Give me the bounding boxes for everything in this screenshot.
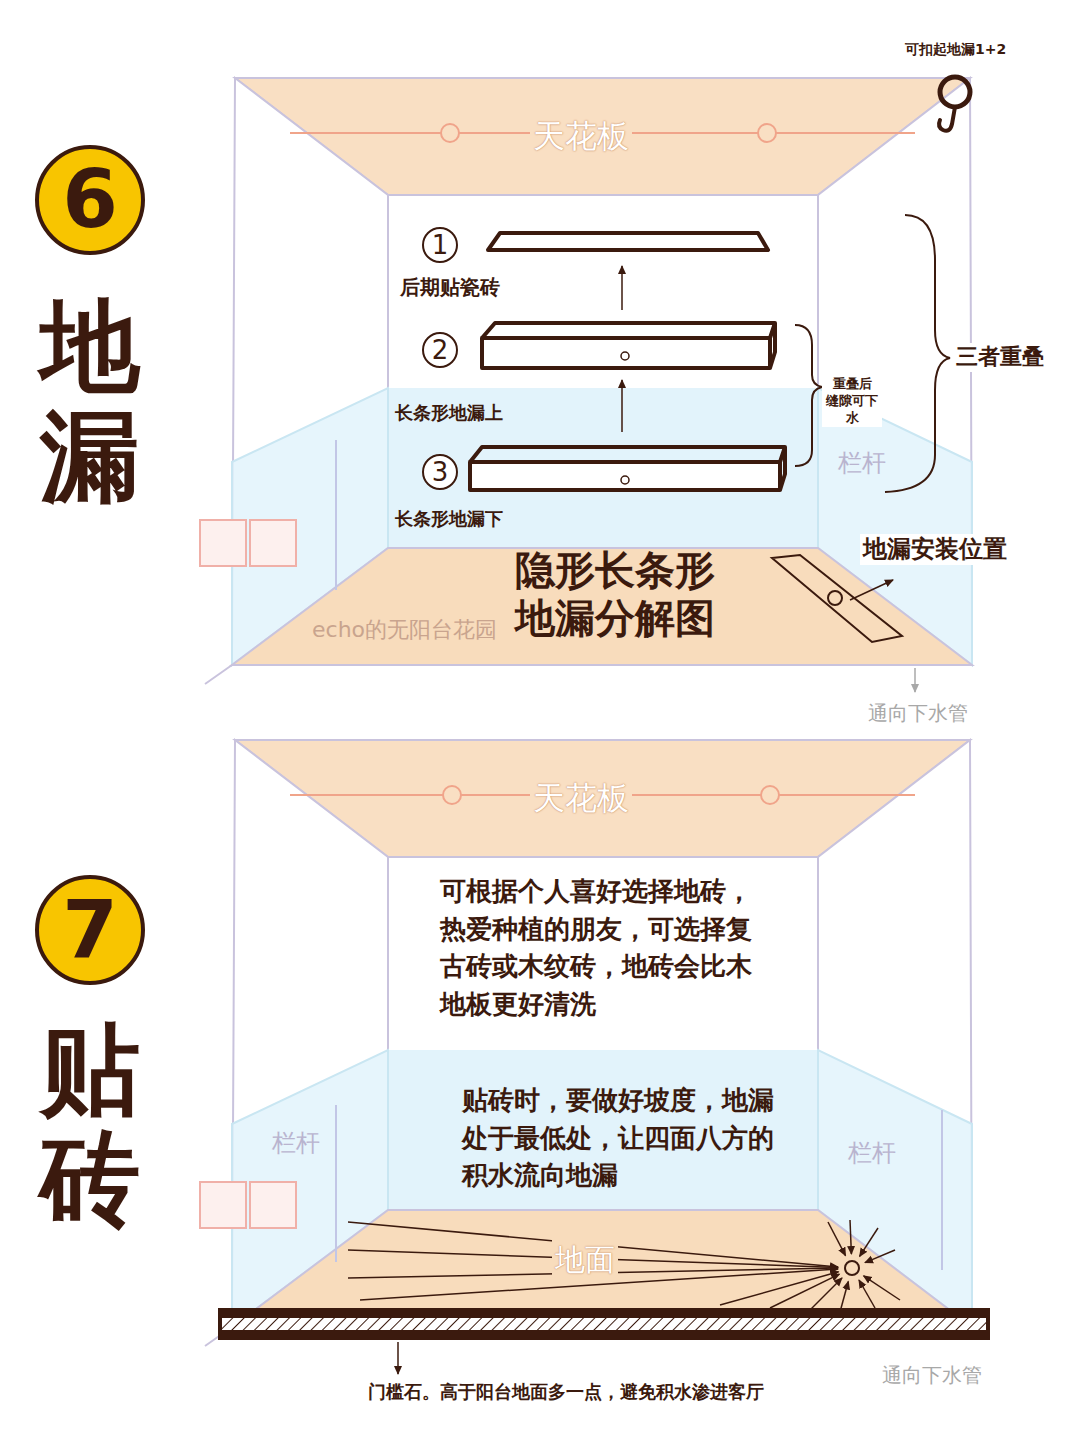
watermark: 栏杆 [848,1138,896,1169]
part-label: 长条形地漏下 [395,507,503,530]
watermark: 栏杆 [272,1128,320,1159]
note-label: 可扣起地漏1+2 [905,40,1006,58]
floor-label: 地面 [552,1240,618,1279]
node-text: 6 [62,160,118,240]
body-text: 贴砖时，要做好坡度，地漏处于最低处，让四面八方的积水流向地漏 [462,1082,792,1195]
pipe-label: 通向下水管 [882,1362,982,1388]
node-text: 1 [432,232,449,258]
bracket-note: 三者重叠 [953,343,1047,372]
diagram-caption: 隐形长条形 地漏分解图 [515,546,730,642]
callout-number: 2 [422,332,458,368]
bracket-note: 重叠后 缝隙可下水 [822,376,882,427]
callout-number: 1 [422,227,458,263]
part-label: 后期贴瓷砖 [400,274,500,300]
part-label: 长条形地漏上 [395,401,503,424]
section-title: 地漏 [40,292,140,512]
step-number-circle: 6 [35,145,145,255]
node-text: 2 [432,337,449,363]
node-text: 3 [432,459,449,485]
section-title: 贴砖 [40,1015,140,1235]
watermark: 栏杆 [838,448,886,479]
callout-number: 3 [422,454,458,490]
threshold-note: 门槛石。高于阳台地面多一点，避免积水渗进客厅 [368,1380,764,1403]
step-number-circle: 7 [35,875,145,985]
position-label: 地漏安装位置 [860,534,1010,565]
ceiling-label: 天花板 [530,116,632,158]
body-text: 可根据个人喜好选择地砖，热爱种植的朋友，可选择复古砖或木纹砖，地砖会比木地板更好… [440,873,770,1024]
pipe-label: 通向下水管 [868,700,968,726]
watermark: echo的无阳台花园 [312,616,497,645]
node-text: 7 [62,890,118,970]
ceiling-label: 天花板 [530,778,632,820]
